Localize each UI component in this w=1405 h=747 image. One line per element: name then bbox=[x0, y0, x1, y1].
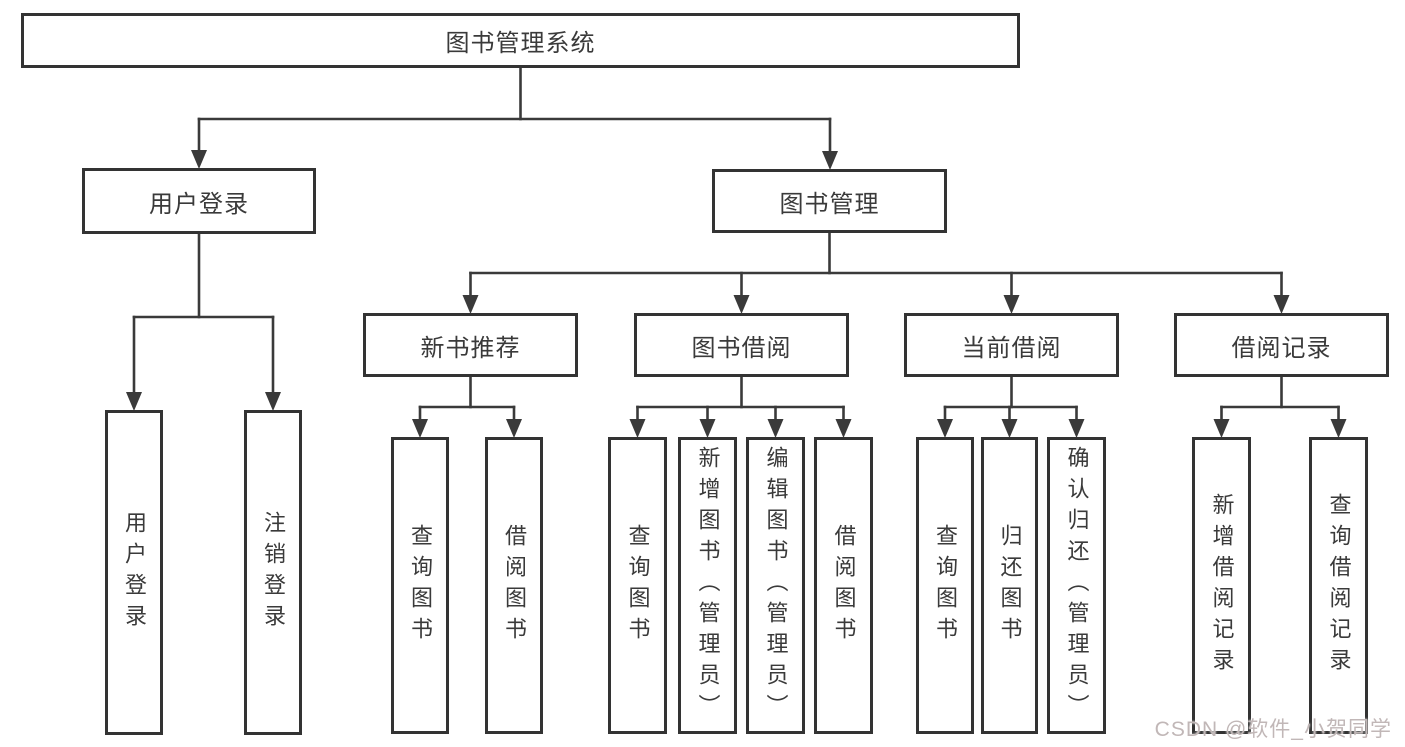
node-borrow-books-recommend: 借阅图书 bbox=[485, 437, 543, 734]
node-add-books-admin: 新增图书（管理员） bbox=[678, 437, 737, 734]
node-add-borrow-record: 新增借阅记录 bbox=[1192, 437, 1251, 734]
node-query-books-recommend: 查询图书 bbox=[391, 437, 449, 734]
node-library-management-system: 图书管理系统 bbox=[21, 13, 1020, 68]
node-current-borrowing: 当前借阅 bbox=[904, 313, 1119, 377]
node-book-management: 图书管理 bbox=[712, 169, 947, 233]
node-book-borrowing: 图书借阅 bbox=[634, 313, 849, 377]
node-logout-leaf: 注销登录 bbox=[244, 410, 302, 735]
node-query-books-current: 查询图书 bbox=[916, 437, 974, 734]
watermark: CSDN @软件_小贺同学 bbox=[1154, 718, 1392, 741]
node-confirm-return-admin: 确认归还（管理员） bbox=[1047, 437, 1106, 734]
node-query-books-borrowing: 查询图书 bbox=[608, 437, 667, 734]
node-query-borrow-record: 查询借阅记录 bbox=[1309, 437, 1368, 734]
node-borrow-books-leaf: 借阅图书 bbox=[814, 437, 873, 734]
node-return-books: 归还图书 bbox=[981, 437, 1038, 734]
node-edit-books-admin: 编辑图书（管理员） bbox=[746, 437, 805, 734]
node-user-login: 用户登录 bbox=[82, 168, 316, 234]
node-new-book-recommend: 新书推荐 bbox=[363, 313, 578, 377]
node-borrowing-records: 借阅记录 bbox=[1174, 313, 1389, 377]
node-user-login-leaf: 用户登录 bbox=[105, 410, 163, 735]
